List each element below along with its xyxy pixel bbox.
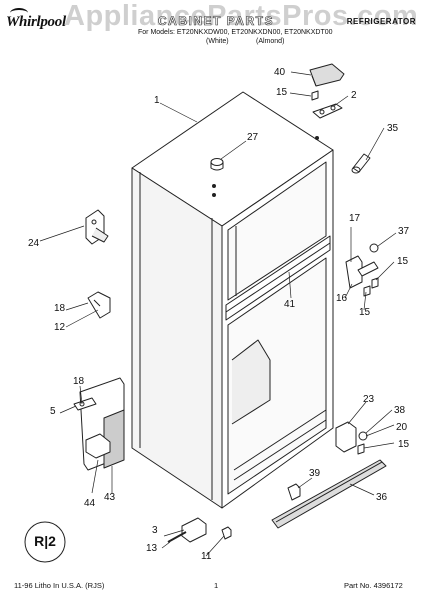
callout-40: 40 — [274, 67, 286, 78]
callout-41: 41 — [284, 299, 296, 310]
footer-part-number: Part No. 4396172 — [344, 581, 403, 590]
variant-white: (White) — [206, 38, 229, 45]
callout-35: 35 — [387, 123, 399, 134]
callout-17: 17 — [349, 213, 361, 224]
clip-39 — [287, 483, 301, 501]
callout-15-lower-right: 15 — [398, 439, 410, 450]
top-hinge-part — [312, 103, 343, 119]
stamp-circle — [24, 521, 66, 563]
callout-15-top: 15 — [276, 87, 288, 98]
model-list: For Models: ET20NKXDW00, ET20NKXDN00, ET… — [138, 29, 333, 36]
callout-43: 43 — [104, 492, 116, 503]
latch-part — [85, 209, 109, 245]
toe-grille-part — [271, 459, 387, 529]
footer-litho: 11-96 Litho In U.S.A. (RJS) — [14, 581, 105, 590]
callout-38: 38 — [394, 405, 406, 416]
watermark: AppliancePartsPros.com — [64, 0, 419, 32]
hinge-cover-part — [309, 63, 345, 87]
variant-almond: (Almond) — [256, 38, 285, 45]
center-hinge-assembly — [345, 243, 379, 297]
lower-right-hinge — [335, 421, 368, 455]
callout-23: 23 — [363, 394, 375, 405]
whirlpool-logo: Whirlpool — [6, 14, 66, 30]
callout-16: 16 — [336, 293, 348, 304]
callout-12: 12 — [54, 322, 66, 333]
callout-44: 44 — [84, 498, 96, 509]
page-title: CABINET PARTS — [158, 14, 274, 29]
callout-5: 5 — [50, 406, 56, 417]
cabinet-outline — [131, 91, 334, 509]
hinge-pin-part — [351, 153, 371, 174]
callout-11: 11 — [201, 551, 212, 562]
callout-15-center-lower: 15 — [359, 307, 371, 318]
callout-24: 24 — [28, 238, 40, 249]
callout-20: 20 — [396, 422, 408, 433]
callout-1: 1 — [154, 95, 160, 106]
leveling-leg — [167, 517, 232, 543]
callout-37: 37 — [398, 226, 410, 237]
screw-top — [311, 90, 319, 101]
section-label: REFRIGERATOR — [346, 17, 416, 26]
callout-18-lower: 18 — [73, 376, 85, 387]
callout-13: 13 — [146, 543, 158, 554]
callout-3: 3 — [152, 525, 158, 536]
footer-page-number: 1 — [214, 581, 219, 590]
callout-2: 2 — [351, 90, 357, 101]
callout-18-upper: 18 — [54, 303, 66, 314]
callout-15-center-upper: 15 — [397, 256, 409, 267]
lower-hinge-assembly — [73, 377, 125, 471]
callout-39: 39 — [309, 468, 321, 479]
stamp-text: R|2 — [34, 533, 56, 549]
bracket-left-upper — [87, 291, 111, 319]
callout-27: 27 — [247, 132, 259, 143]
callout-36: 36 — [376, 492, 388, 503]
logo-swoosh-icon — [10, 8, 28, 18]
